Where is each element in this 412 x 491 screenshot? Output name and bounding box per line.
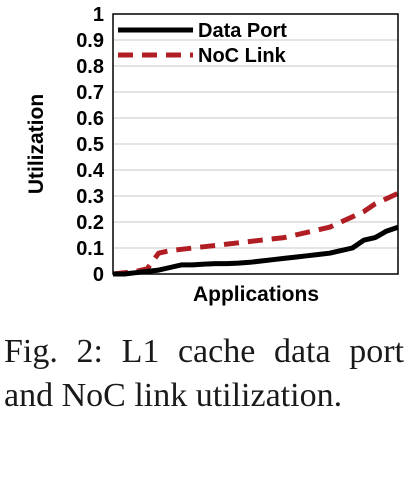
- series-line-data-port: [113, 224, 399, 277]
- legend-item-noc-link: NoC Link: [118, 45, 287, 67]
- y-tick-label: 0.9: [76, 30, 104, 52]
- y-tick-label: 1: [93, 4, 104, 26]
- series-lines: [112, 191, 400, 277]
- y-axis-title: Utilization: [25, 94, 48, 194]
- utilization-chart: 0 0.1 0.2 0.3 0.4 0.5 0.6 0.7 0.8 0.9 1 Utilizatio…: [25, 4, 400, 306]
- y-tick-label: 0.2: [76, 212, 104, 234]
- y-tick-label: 0.8: [76, 56, 104, 78]
- y-tick-labels: 0 0.1 0.2 0.3 0.4 0.5 0.6 0.7 0.8 0.9 1: [76, 4, 105, 286]
- legend-label-noc-link: NoC Link: [198, 45, 287, 67]
- figure-caption: Fig. 2: L1 cache data port and NoC link …: [4, 333, 404, 414]
- y-tick-label: 0.7: [76, 82, 104, 104]
- plot-frame: [112, 13, 399, 275]
- y-tick-label: 0: [93, 264, 104, 286]
- y-tick-label: 0.6: [76, 108, 104, 130]
- legend-item-data-port: Data Port: [118, 20, 287, 42]
- legend: Data Port NoC Link: [118, 20, 287, 67]
- y-tick-label: 0.5: [76, 134, 104, 156]
- legend-label-data-port: Data Port: [198, 20, 287, 42]
- y-tick-label: 0.1: [76, 238, 104, 260]
- y-tick-label: 0.3: [76, 186, 104, 208]
- x-axis-title: Applications: [193, 283, 319, 306]
- series-line-noc-link: [112, 191, 400, 277]
- y-tick-label: 0.4: [76, 160, 105, 182]
- grid-lines: [113, 39, 398, 249]
